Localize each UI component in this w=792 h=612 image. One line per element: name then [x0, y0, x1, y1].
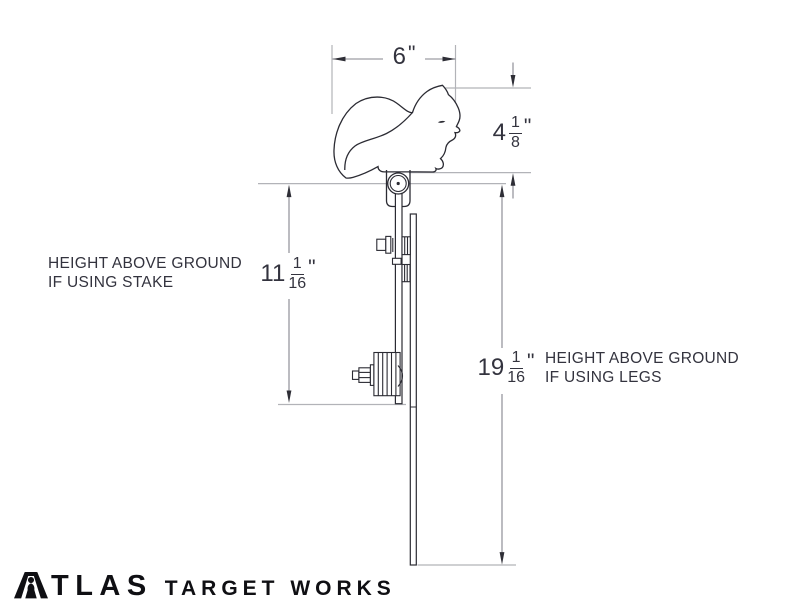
- label-height-stake: HEIGHT ABOVE GROUND IF USING STAKE: [48, 255, 242, 292]
- dimension-lines: [288, 58, 514, 553]
- spacer: [401, 263, 411, 283]
- inch-mark: ": [308, 255, 316, 279]
- squirrel-eye: [437, 120, 446, 123]
- dimension-whole: 19: [477, 354, 505, 382]
- fraction-denominator: 16: [507, 368, 526, 386]
- dimension-width: 6": [383, 41, 425, 70]
- inch-mark: ": [527, 349, 535, 373]
- logo-text-tagline: TARGET WORKS: [164, 577, 396, 600]
- logo-text-atlas: TLAS: [51, 570, 153, 602]
- fraction-numerator: 1: [508, 114, 522, 134]
- tail-inner-line: [344, 112, 413, 171]
- bolt-flange: [385, 235, 392, 254]
- dimension-width-value: 6: [392, 43, 406, 70]
- label-line: HEIGHT ABOVE GROUND: [545, 350, 740, 367]
- label-line: IF USING STAKE: [48, 273, 174, 291]
- dimension-legs-height: 19 1 16 ": [469, 349, 543, 387]
- label-line: IF USING LEGS: [545, 368, 662, 386]
- inch-mark: ": [523, 114, 532, 138]
- bolt-tip: [351, 370, 360, 380]
- bar-collar-tab: [391, 257, 402, 265]
- spring-loop-arc: [397, 365, 404, 387]
- fraction-numerator: 1: [290, 255, 304, 275]
- dimension-stake-height: 11 1 16 ": [250, 255, 326, 293]
- fraction-denominator: 8: [510, 133, 520, 151]
- logo-atlas-target-works: TLAS TARGET WORKS: [14, 569, 396, 602]
- fraction-numerator: 1: [509, 349, 523, 369]
- spacer: [401, 236, 411, 256]
- dimension-whole: 11: [260, 260, 286, 288]
- label-line: HEIGHT ABOVE GROUND: [48, 255, 243, 272]
- squirrel-silhouette: [333, 84, 461, 179]
- spring-assembly: [351, 351, 404, 397]
- fraction-denominator: 16: [288, 274, 307, 292]
- leg-bar: [409, 213, 417, 566]
- bolt-head: [358, 367, 371, 383]
- inch-mark: ": [407, 41, 416, 65]
- dimension-arrows: [286, 56, 516, 565]
- bolt-assembly-upper: [376, 235, 411, 256]
- dimension-whole: 4: [492, 119, 506, 147]
- bolt-assembly-lower: [401, 263, 411, 283]
- bolt-head: [376, 238, 387, 251]
- dimension-target-height: 4 1 8 ": [487, 114, 537, 152]
- dimension-fraction: 1 8: [508, 114, 522, 152]
- atlas-a-logo-icon: [14, 571, 48, 599]
- dimension-fraction: 1 16: [507, 349, 526, 387]
- dimension-fraction: 1 16: [288, 255, 307, 293]
- pivot-bushing: [387, 172, 410, 195]
- label-height-legs: HEIGHT ABOVE GROUND IF USING LEGS: [545, 350, 739, 387]
